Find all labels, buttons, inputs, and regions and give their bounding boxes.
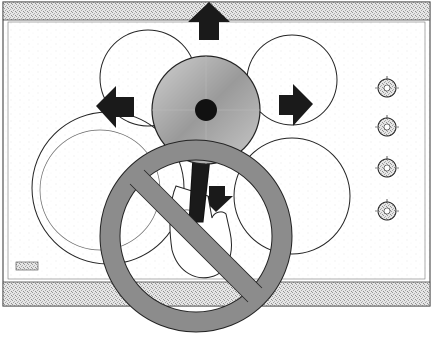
brand-badge — [16, 262, 38, 270]
bottom-frame-strip — [3, 282, 430, 306]
pan-center-dot — [195, 99, 217, 121]
